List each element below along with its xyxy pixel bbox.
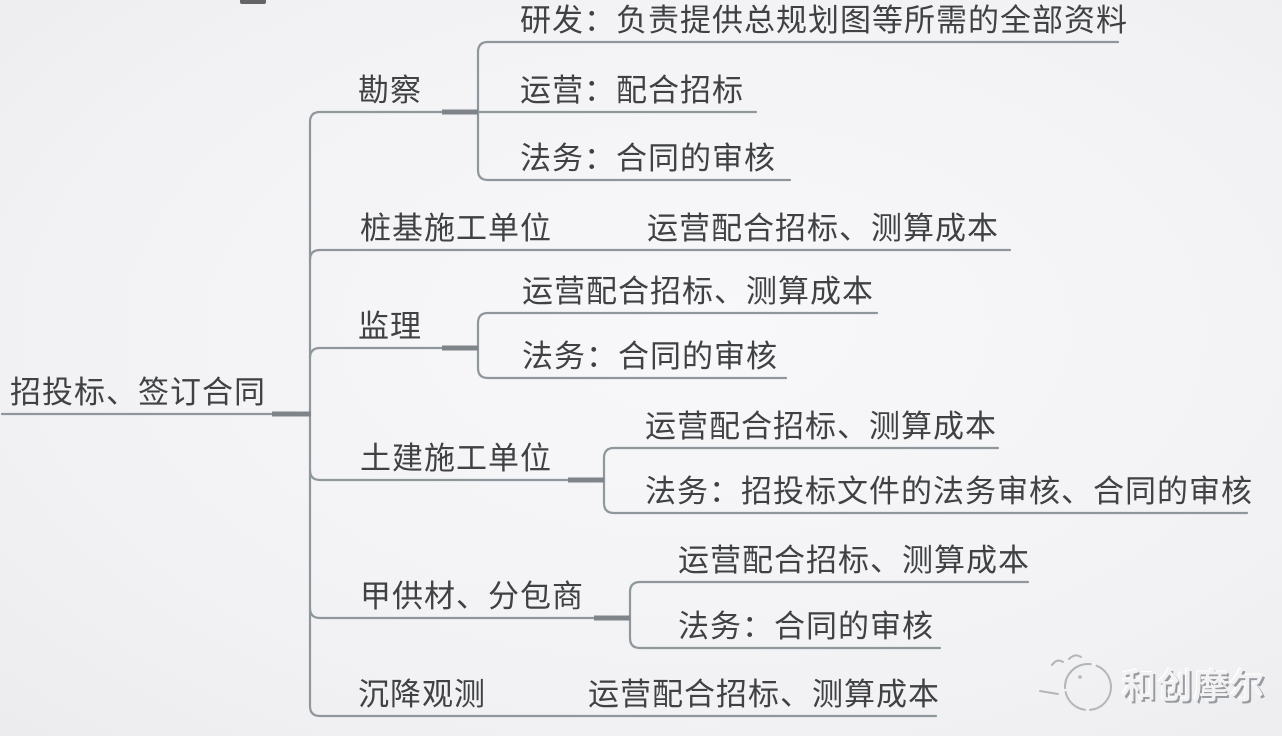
survey-child-legal[interactable]: 法务：合同的审核 bbox=[520, 141, 776, 176]
materials-child-ops[interactable]: 运营配合招标、测算成本 bbox=[678, 543, 1030, 578]
branch-node-pile-foundation[interactable]: 桩基施工单位 bbox=[360, 211, 552, 246]
branch-node-owner-supplied-materials[interactable]: 甲供材、分包商 bbox=[360, 579, 584, 614]
root-node-bidding-contract[interactable]: 招投标、签订合同 bbox=[10, 375, 266, 410]
survey-child-rd[interactable]: 研发：负责提供总规划图等所需的全部资料 bbox=[520, 3, 1128, 38]
materials-child-legal[interactable]: 法务：合同的审核 bbox=[678, 609, 934, 644]
cropped-edge-artifact bbox=[240, 0, 266, 4]
civil-child-legal[interactable]: 法务：招投标文件的法务审核、合同的审核 bbox=[645, 474, 1253, 509]
branch-node-survey[interactable]: 勘察 bbox=[358, 73, 422, 108]
branch-node-settlement-observation[interactable]: 沉降观测 bbox=[358, 677, 486, 712]
supervision-child-ops[interactable]: 运营配合招标、测算成本 bbox=[522, 274, 874, 309]
pile-child-ops[interactable]: 运营配合招标、测算成本 bbox=[647, 211, 999, 246]
civil-child-ops[interactable]: 运营配合招标、测算成本 bbox=[645, 409, 997, 444]
watermark-brand: 和创摩尔 bbox=[1122, 668, 1266, 706]
branch-node-civil-construction[interactable]: 土建施工单位 bbox=[360, 441, 552, 476]
moon-face-icon bbox=[1039, 654, 1112, 711]
survey-child-ops[interactable]: 运营：配合招标 bbox=[520, 73, 744, 108]
settlement-child-ops[interactable]: 运营配合招标、测算成本 bbox=[588, 677, 940, 712]
branch-node-supervision[interactable]: 监理 bbox=[358, 309, 422, 344]
supervision-child-legal[interactable]: 法务：合同的审核 bbox=[522, 339, 778, 374]
